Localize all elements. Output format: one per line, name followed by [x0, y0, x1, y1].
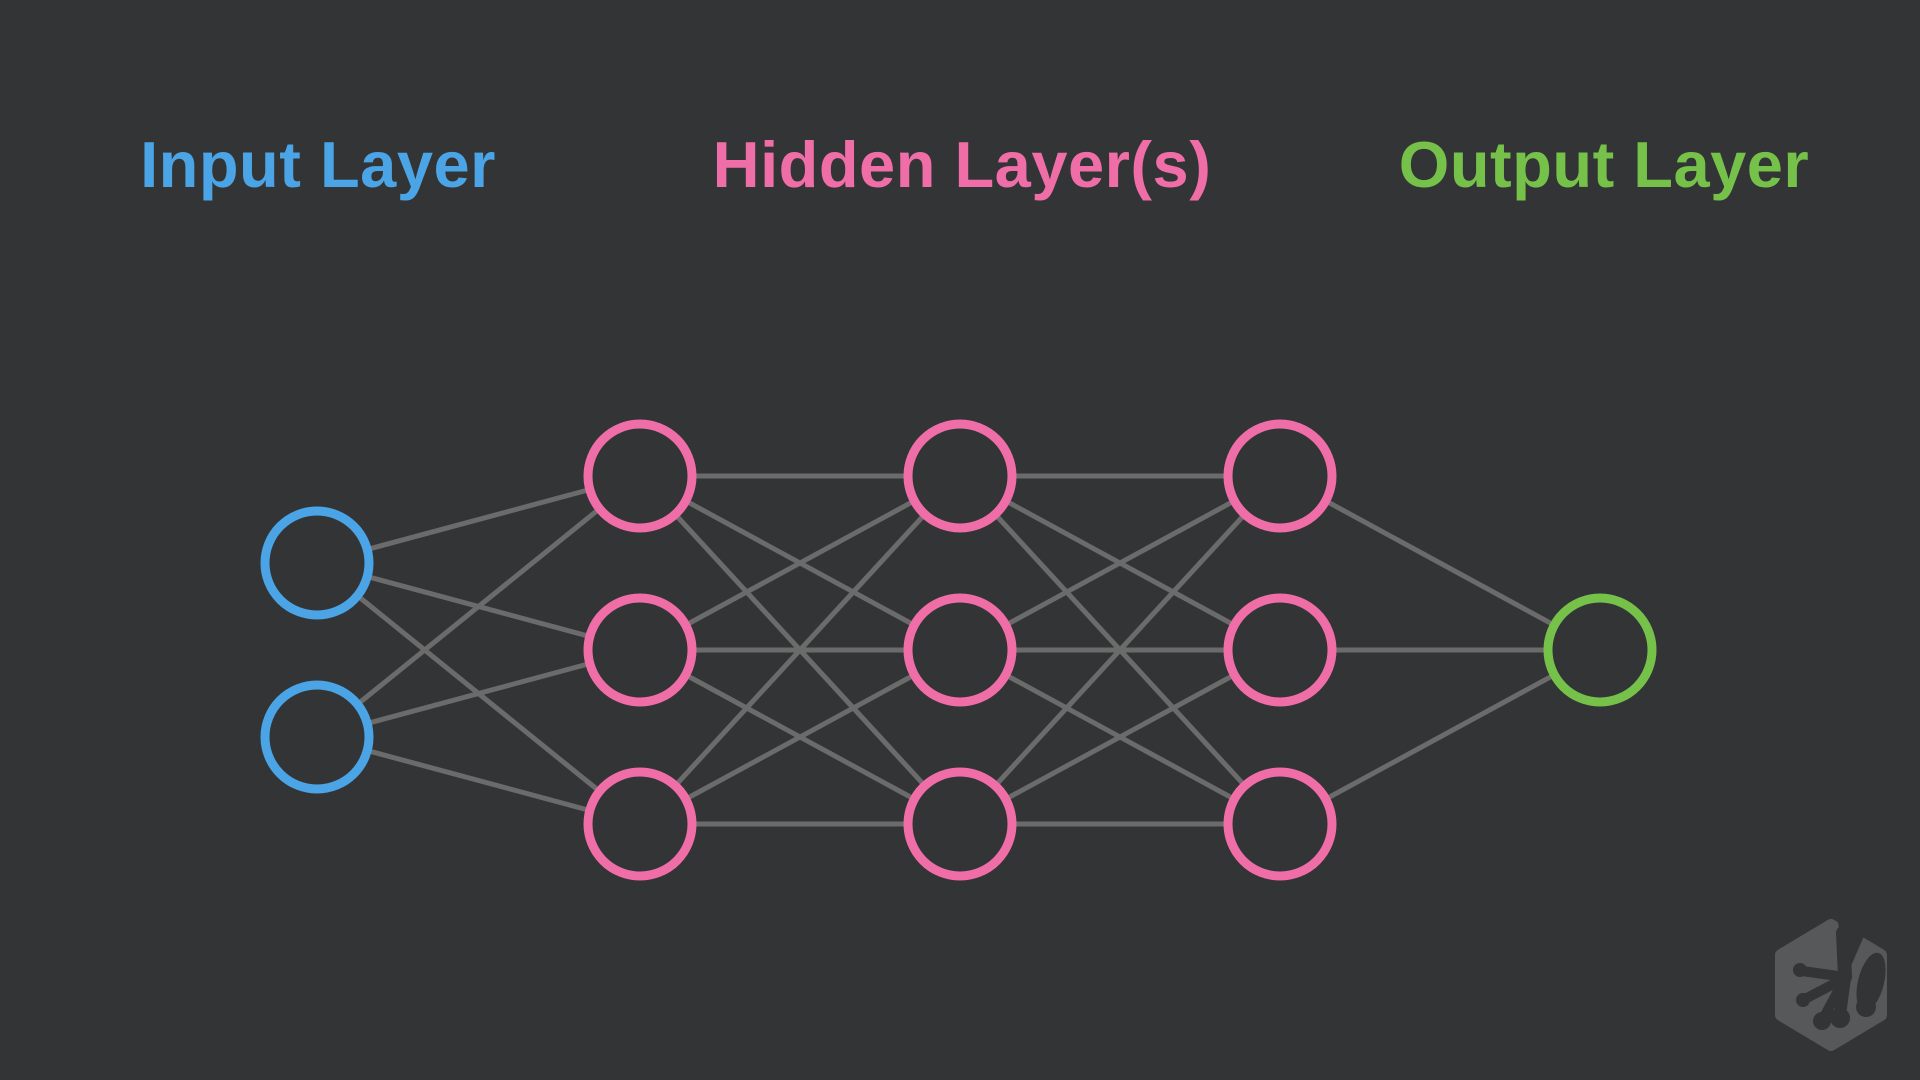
node-output-1: [1543, 593, 1657, 707]
node-hidden-2-1: [903, 419, 1017, 533]
network-edge: [638, 473, 962, 653]
node-hidden-3-1: [1223, 419, 1337, 533]
node-input-1: [260, 506, 374, 620]
node-hidden-1-3: [583, 767, 697, 881]
logo-branch-tip: [1830, 1008, 1850, 1028]
network-edge: [1278, 647, 1602, 827]
nodes-group: [260, 419, 1657, 881]
node-hidden-2-2: [903, 593, 1017, 707]
logo-branch-tip: [1793, 963, 1807, 977]
network-edge: [958, 474, 1282, 826]
logo-branch-upper-left: [1797, 966, 1850, 982]
node-input-2: [260, 680, 374, 794]
treehouse-logo-icon: [1775, 918, 1887, 1051]
network-edge: [958, 473, 1282, 653]
network-edge: [958, 647, 1282, 827]
network-edge: [638, 474, 962, 826]
logo-branch-tip: [1813, 1012, 1831, 1030]
logo-leaf-tip: [1856, 997, 1876, 1017]
network-edge: [315, 474, 642, 739]
output-layer-title: Output Layer: [1398, 128, 1810, 201]
node-hidden-3-3: [1223, 767, 1337, 881]
node-hidden-2-3: [903, 767, 1017, 881]
network-edge: [1278, 473, 1602, 653]
logo-branch-tip: [1796, 993, 1810, 1007]
network-edge: [638, 647, 962, 827]
input-layer-title: Input Layer: [140, 128, 496, 201]
node-hidden-1-1: [583, 419, 697, 533]
logo-leaf: [1856, 952, 1886, 1012]
node-hidden-3-2: [1223, 593, 1337, 707]
logo-branch-trunk: [1836, 926, 1852, 984]
hidden-layer-title: Hidden Layer(s): [712, 128, 1212, 201]
node-hidden-1-2: [583, 593, 697, 707]
